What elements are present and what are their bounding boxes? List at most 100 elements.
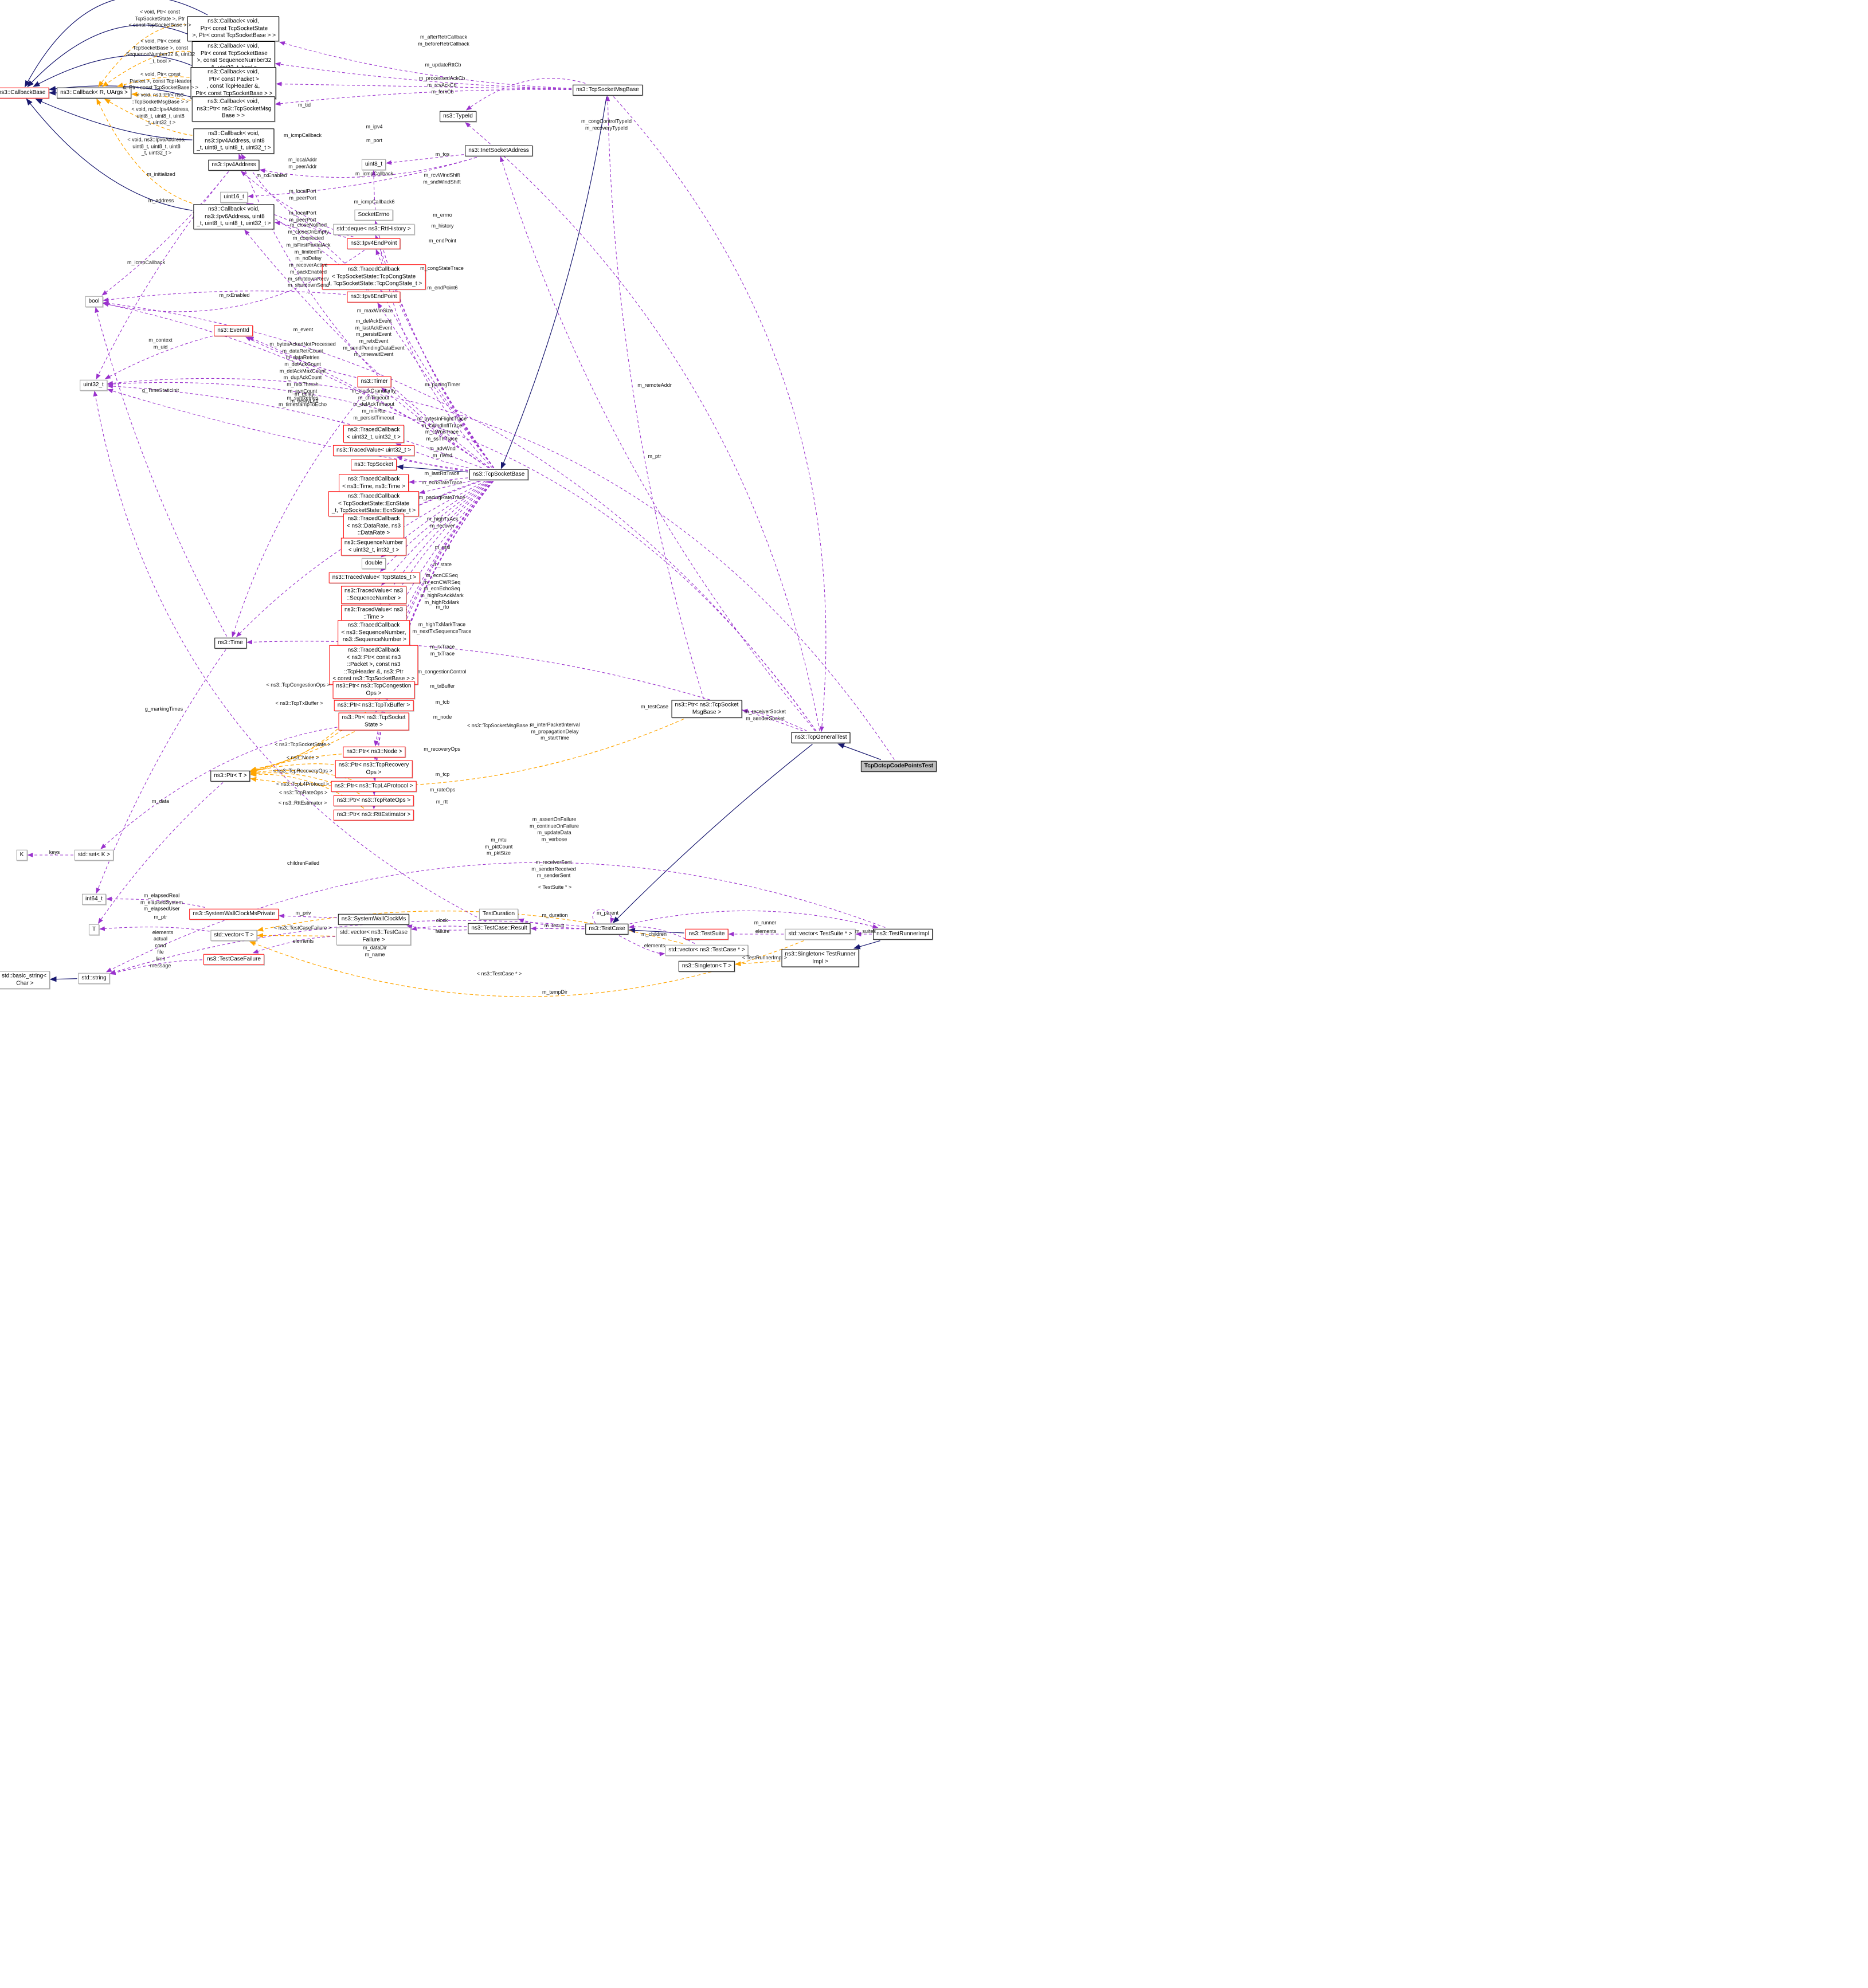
node-ipv4endpoint[interactable]: ns3::Ipv4EndPoint [347,238,401,249]
node-singleton_t[interactable]: ns3::Singleton< T > [678,960,735,972]
edge-label: m_pacingRateTrace [418,495,465,501]
node-eventid[interactable]: ns3::EventId [214,325,253,336]
edge-label: m_lastRttTrace [424,470,460,477]
node-uint32[interactable]: uint32_t [80,379,107,391]
node-ipv4address[interactable]: ns3::Ipv4Address [208,159,260,171]
node-cb_msgbase[interactable]: ns3::Callback< void, ns3::Ptr< ns3::TcpS… [191,96,275,121]
node-callback_r[interactable]: ns3::Callback< R, UArgs > [57,87,131,99]
edge-template-cb_msgbase-callback_r [131,92,191,101]
node-uint8[interactable]: uint8_t [361,159,386,170]
edge-template-vector_ts-vector_t [249,940,804,997]
node-tc_pkt[interactable]: ns3::TracedCallback < ns3::Ptr< const ns… [329,645,418,685]
node-basicstring[interactable]: std::basic_string< Char > [0,971,50,989]
edge-member-inetsocketaddress-ipv4address [259,156,477,178]
node-cb_ipv4[interactable]: ns3::Callback< void, ns3::Ipv4Address, u… [193,128,275,154]
edge-label: m_receiverSocket m_senderSocket [744,708,786,721]
node-t[interactable]: T [88,924,100,935]
node-tcpsocket[interactable]: ns3::TcpSocket [351,459,397,470]
node-ptr_state[interactable]: ns3::Ptr< ns3::TcpSocket State > [338,712,409,731]
node-tcpgeneraltest[interactable]: ns3::TcpGeneralTest [791,732,851,743]
node-time[interactable]: ns3::Time [214,637,246,649]
node-wallclockpriv[interactable]: ns3::SystemWallClockMsPrivate [189,908,279,920]
node-ptr_rtt[interactable]: ns3::Ptr< ns3::RttEstimator > [333,809,414,821]
node-ipv6endpoint[interactable]: ns3::Ipv6EndPoint [347,291,401,303]
node-inetsocketaddress[interactable]: ns3::InetSocketAddress [465,145,532,156]
node-double[interactable]: double [361,558,386,569]
node-ptr_node[interactable]: ns3::Ptr< ns3::Node > [343,746,406,758]
node-deque[interactable]: std::deque< ns3::RttHistory > [333,223,414,235]
edge-template-singleton_tri-singleton_t [734,960,781,967]
node-uint16[interactable]: uint16_t [220,191,248,203]
node-ptr_l4[interactable]: ns3::Ptr< ns3::TcpL4Protocol > [331,781,417,792]
edge-label: m_dataDir m_name [363,944,387,957]
node-tc_congstate[interactable]: ns3::TracedCallback < TcpSocketState::Tc… [322,264,426,289]
edge-member-tcpgeneraltest-typeid [465,122,820,731]
node-tc_datarate[interactable]: ns3::TracedCallback < ns3::DataRate, ns3… [343,513,405,539]
edge-label: m_endPoint6 [427,285,458,291]
edge-label: m_event [293,327,314,333]
node-set_k[interactable]: std::set< K > [74,849,114,861]
node-result[interactable]: ns3::TestCase::Result [468,923,531,934]
node-ptr_cong[interactable]: ns3::Ptr< ns3::TcpCongestion Ops > [332,681,415,699]
node-callbackbase[interactable]: ns3::CallbackBase [0,87,49,99]
node-tc_time[interactable]: ns3::TracedCallback < ns3::Time, ns3::Ti… [339,474,409,492]
node-wallclock[interactable]: ns3::SystemWallClockMs [338,913,410,925]
edge-label: m_port [366,138,383,144]
node-ptr_txbuf[interactable]: ns3::Ptr< ns3::TcpTxBuffer > [334,700,414,711]
edge-member-time-bool [95,307,228,637]
node-tcpsocketbase[interactable]: ns3::TcpSocketBase [469,469,528,480]
edge-label: m_remoteAddr [637,382,672,389]
node-testrunnerimpl[interactable]: ns3::TestRunnerImpl [873,928,933,940]
node-typeid[interactable]: ns3::TypeId [440,111,476,122]
node-tv_states[interactable]: ns3::TracedValue< TcpStates_t > [328,572,420,583]
node-vector_tcf[interactable]: std::vector< ns3::TestCase Failure > [336,927,412,946]
node-testcase[interactable]: ns3::TestCase [585,923,629,935]
node-tc_seqseq[interactable]: ns3::TracedCallback < ns3::SequenceNumbe… [338,620,410,645]
node-k[interactable]: K [16,849,28,861]
edge-label: m_priv [295,910,311,916]
edge-label: m_highTxAck m_recover [426,516,459,528]
node-tcpsocketmsgbase[interactable]: ns3::TcpSocketMsgBase [573,84,643,96]
node-testduration[interactable]: TestDuration [479,908,519,920]
node-tv_seq[interactable]: ns3::TracedValue< ns3 ::SequenceNumber > [340,586,407,604]
node-singleton_tri[interactable]: ns3::Singleton< TestRunner Impl > [781,949,859,967]
edge-member-testcase-testrunnerimpl [629,910,879,929]
node-testsuite[interactable]: ns3::TestSuite [685,928,729,940]
edge-label: m_highTxMarkTrace m_nextTxSequenceTrace [412,621,472,634]
node-stdstring[interactable]: std::string [78,973,110,984]
node-ptr_recovery[interactable]: ns3::Ptr< ns3::TcpRecovery Ops > [335,760,413,778]
node-tc_u32[interactable]: ns3::TracedCallback < uint32_t, uint32_t… [343,425,404,443]
edge-member-time-int64 [96,649,226,894]
edge-member-tcpsocketbase-tv_u32 [396,456,468,472]
edge-member-testcase-stdstring [109,920,585,974]
node-vector_tc[interactable]: std::vector< ns3::TestCase * > [665,944,749,956]
edge-label: m_processedAckCb m_rcvAckCb [418,75,465,88]
node-seqnum[interactable]: ns3::SequenceNumber < uint32_t, int32_t … [340,538,407,556]
edge-label: m_context m_uid [148,337,173,350]
node-ptr_rate[interactable]: ns3::Ptr< ns3::TcpRateOps > [333,795,414,806]
node-testcasefailure[interactable]: ns3::TestCaseFailure [203,954,264,965]
edge-label: m_receiverSent m_senderReceived m_sender… [531,859,576,879]
edge-label: < ns3::TcpSocketState > [275,742,331,748]
node-vector_t[interactable]: std::vector< T > [210,930,257,941]
edge-label: m_tid [297,102,311,108]
node-vector_ts[interactable]: std::vector< TestSuite * > [785,928,856,940]
node-cb_pkt[interactable]: ns3::Callback< void, Ptr< const Packet >… [190,67,276,99]
edge-label: elements [152,930,174,936]
node-tc_ecn[interactable]: ns3::TracedCallback < TcpSocketState::Ec… [328,491,420,516]
edge-label: m_duration [542,912,568,919]
edge-label: < ns3::TcpRecoveryOps > [273,768,332,774]
node-ptr_t[interactable]: ns3::Ptr< T > [210,770,250,782]
node-socketerrno[interactable]: SocketErrno [354,209,393,221]
node-bool[interactable]: bool [85,296,103,307]
node-tv_u32[interactable]: ns3::TracedValue< uint32_t > [332,445,415,456]
node-cb_ipv6[interactable]: ns3::Callback< void, ns3::Ipv6Address, u… [193,204,275,229]
node-dctcptest[interactable]: TcpDctcpCodePointsTest [860,760,937,772]
edge-label: < ns3::TestCaseFailure > [273,925,332,931]
edge-label: m_bytesAckedNotProcessed m_dataRetrCount… [269,341,336,414]
node-int64[interactable]: int64_t [81,893,107,905]
node-ptr_msgbase[interactable]: ns3::Ptr< ns3::TcpSocket MsgBase > [671,700,742,718]
node-timer[interactable]: ns3::Timer [357,376,391,387]
node-cb_state[interactable]: ns3::Callback< void, Ptr< const TcpSocke… [187,16,280,41]
edge-member-tcpsocketmsgbase-cb_seq [275,62,572,89]
